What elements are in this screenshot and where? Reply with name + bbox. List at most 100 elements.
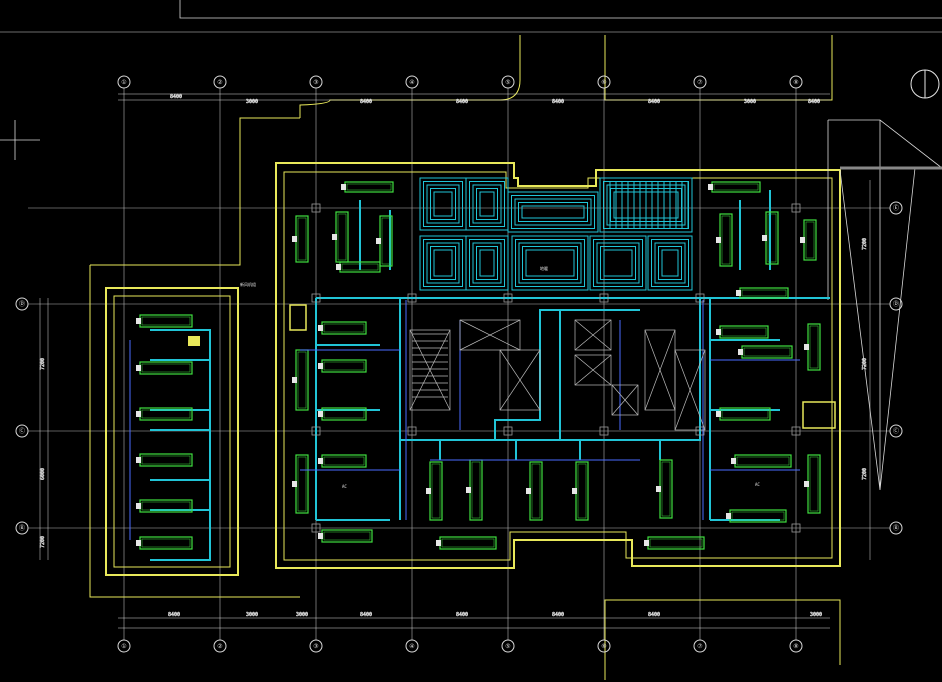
fan-coil-inner xyxy=(323,409,365,419)
unit-tag xyxy=(762,235,767,241)
axis-label-top: ⑧ xyxy=(793,79,798,86)
axis-label-top: ① xyxy=(121,79,126,86)
axis-label-right: Ⓑ xyxy=(893,524,899,532)
fan-coil-inner xyxy=(577,463,587,519)
unit-tag xyxy=(804,344,809,350)
duct-run xyxy=(494,309,640,440)
coil-loop xyxy=(430,188,456,220)
axis-label-bottom: ⑦ xyxy=(697,643,702,650)
coil-loop xyxy=(515,239,585,287)
structural-column xyxy=(599,293,609,303)
coil-loop xyxy=(514,198,592,226)
unit-tag xyxy=(292,236,297,242)
floor-heating-coils xyxy=(419,177,693,291)
structural-column xyxy=(791,203,801,213)
duct-network xyxy=(150,190,830,561)
site-boundary xyxy=(89,35,841,680)
structural-column xyxy=(503,293,513,303)
unit-tag xyxy=(716,237,721,243)
fan-coil-unit xyxy=(344,181,394,193)
core-room xyxy=(409,329,451,411)
dim-text: 8400 xyxy=(648,99,660,105)
coil-loop xyxy=(600,246,636,280)
coil-loop xyxy=(433,191,453,217)
coil-loop xyxy=(658,246,682,280)
core-diagonal xyxy=(574,354,612,386)
dim-text: 8400 xyxy=(552,99,564,105)
axis-label-top: ③ xyxy=(313,79,318,86)
coil-loop xyxy=(661,249,679,277)
coil-loop xyxy=(525,249,575,277)
duct-run xyxy=(399,298,701,441)
coil-loop xyxy=(426,242,460,284)
unit-tag xyxy=(332,234,337,240)
coil-loop xyxy=(651,239,689,287)
axis-label-bottom: ② xyxy=(217,643,222,650)
axis-label-bottom: ⑥ xyxy=(601,643,606,650)
structural-column xyxy=(311,426,321,436)
coil-loop xyxy=(507,191,599,233)
core-diagonal xyxy=(459,319,521,351)
left-wing-note: 新风机组 xyxy=(240,281,256,287)
unit-tag xyxy=(318,458,323,464)
fan-coil-inner xyxy=(297,456,307,512)
structural-column xyxy=(695,426,705,436)
fan-coil-inner xyxy=(713,183,759,191)
dim-text: 8400 xyxy=(648,612,660,618)
coil-loop xyxy=(593,239,643,287)
coil-loop xyxy=(518,242,582,284)
structural-column xyxy=(311,293,321,303)
core-diagonal xyxy=(574,319,612,351)
unit-tag xyxy=(708,184,713,190)
water-pipes xyxy=(129,300,800,540)
coil-loop xyxy=(518,202,588,222)
axis-label-left: Ⓑ xyxy=(19,524,25,532)
unit-tag xyxy=(136,540,141,546)
core-diagonal xyxy=(611,384,639,416)
core-room xyxy=(674,349,706,431)
dim-text: 3000 xyxy=(744,99,756,105)
unit-tag xyxy=(136,411,141,417)
unit-tag xyxy=(716,411,721,417)
dim-text: 8400 xyxy=(456,99,468,105)
coil-loop xyxy=(596,242,640,284)
coil-loop xyxy=(511,235,589,291)
dim-text: 8400 xyxy=(360,612,372,618)
unit-tag xyxy=(318,533,323,539)
dimension-chain-right: 7200 7200 7200 xyxy=(862,180,871,560)
dim-text: 8400 xyxy=(170,94,182,100)
coil-loop xyxy=(469,239,505,287)
unit-tag xyxy=(572,488,577,494)
fan-coil-inner xyxy=(141,409,191,419)
structural-column xyxy=(599,426,609,436)
dimension-chain-left: 7200 6000 7200 xyxy=(39,298,49,560)
coil-loop xyxy=(423,239,463,287)
dim-text: 3000 xyxy=(810,612,822,618)
unit-tag xyxy=(318,363,323,369)
fan-coil-inner xyxy=(381,217,391,265)
axis-label-bottom: ④ xyxy=(409,643,414,650)
core-diagonal xyxy=(644,329,676,411)
fan-coil-inner xyxy=(431,463,441,519)
dim-text: 6000 xyxy=(40,468,46,480)
axis-label-top: ⑤ xyxy=(505,79,510,86)
coil-loop xyxy=(472,184,502,224)
core-stairs-lifts xyxy=(289,203,836,533)
coil-loop xyxy=(469,181,505,227)
structural-column xyxy=(311,523,321,533)
coil-loop xyxy=(465,177,509,231)
fan-coil-inner xyxy=(141,363,191,373)
dimension-chain-top: 8400 3000 8400 8400 8400 8400 3000 8400 xyxy=(118,93,830,105)
axis-label-left: Ⓒ xyxy=(19,427,25,435)
coil-loop xyxy=(476,246,498,280)
core-room xyxy=(499,349,541,411)
coil-loop xyxy=(647,235,693,291)
coil-loop xyxy=(479,249,495,277)
axis-label-top: ⑥ xyxy=(601,79,606,86)
axis-label-bottom: ⑧ xyxy=(793,643,798,650)
structural-column xyxy=(791,523,801,533)
fan-coil-units xyxy=(136,181,821,550)
fan-coil-inner xyxy=(323,456,365,466)
dim-text: 3000 xyxy=(246,612,258,618)
fan-coil-inner xyxy=(141,316,191,326)
